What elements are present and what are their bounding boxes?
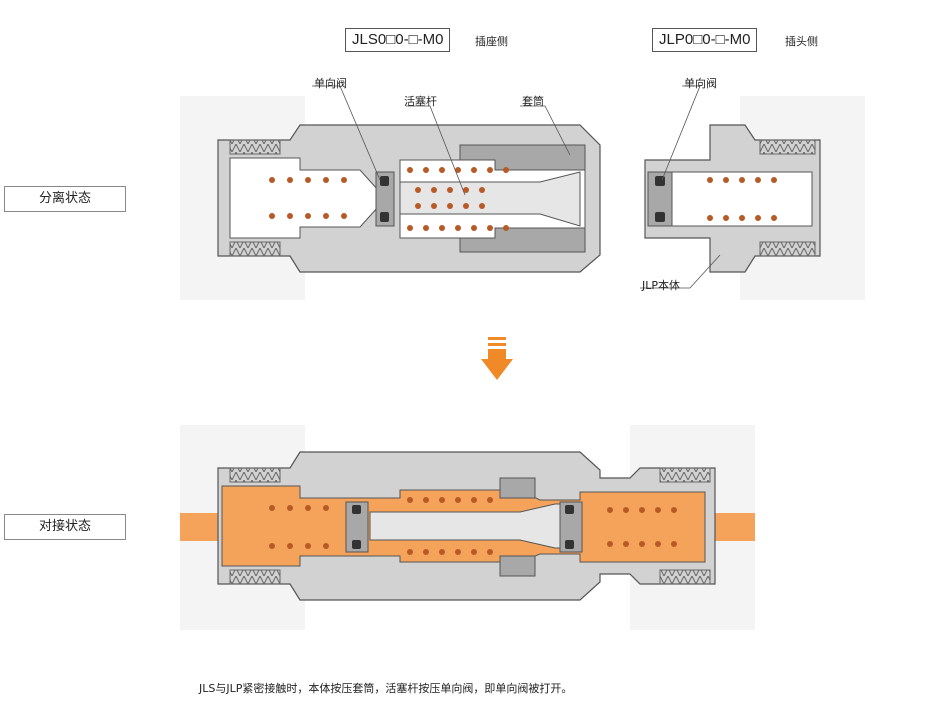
sleeve-upper bbox=[459, 144, 586, 171]
connected-socket-valve bbox=[345, 501, 369, 553]
plug-body bbox=[644, 124, 821, 273]
socket-spring bbox=[269, 167, 509, 231]
callout-jlp-body: JLP本体 bbox=[642, 279, 681, 292]
fluid-outlet bbox=[715, 513, 755, 541]
connected-state-label: 对接状态 bbox=[4, 514, 126, 540]
sleeve-lower bbox=[459, 227, 586, 253]
callout-check-valve-right: 单向阀 bbox=[684, 77, 717, 90]
socket-check-valve bbox=[375, 171, 395, 227]
piston-rod bbox=[399, 171, 581, 227]
plug-model-label: JLP0□0-□-M0 bbox=[652, 28, 758, 52]
callout-leaders-top bbox=[312, 85, 721, 289]
caption: JLS与JLP紧密接触时，本体按压套筒，活塞杆按压单向阀，即单向阀被打开。 bbox=[199, 682, 573, 695]
socket-body bbox=[217, 124, 601, 273]
socket-model-label: JLS0□0-□-M0 bbox=[345, 28, 451, 52]
callout-piston-rod: 活塞杆 bbox=[404, 95, 437, 108]
separated-state-label: 分离状态 bbox=[4, 186, 126, 212]
connected-assembly bbox=[217, 451, 716, 601]
socket-side-label: 插座侧 bbox=[475, 35, 508, 48]
fluid-inlet bbox=[180, 513, 220, 541]
plug-side-label: 插头侧 bbox=[785, 35, 818, 48]
connected-sleeve-upper bbox=[499, 477, 536, 499]
connected-springs bbox=[269, 497, 677, 555]
callout-sleeve: 套筒 bbox=[522, 95, 544, 108]
connected-plug-valve bbox=[559, 501, 583, 553]
plug-spring bbox=[707, 177, 777, 221]
connected-sleeve-lower bbox=[499, 555, 536, 577]
transition-arrow bbox=[481, 337, 513, 380]
callout-check-valve-left: 单向阀 bbox=[314, 77, 347, 90]
